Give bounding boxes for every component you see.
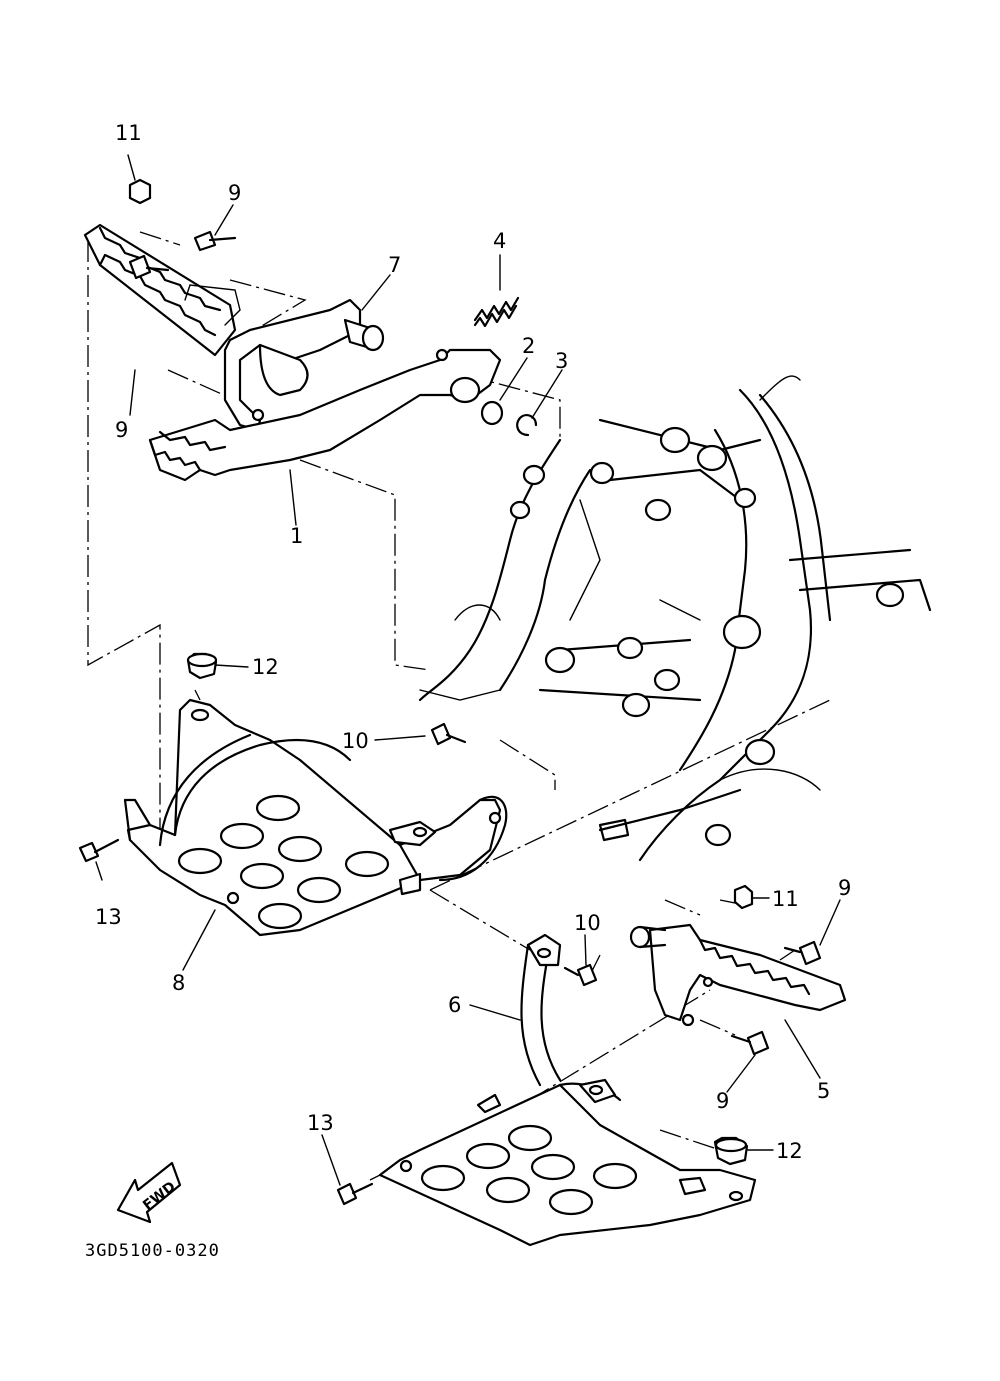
footrest-plate-rh [336,933,757,1247]
bolt-13a [78,838,120,863]
footrest-lh [83,178,241,357]
callout-9: 9 [716,1089,729,1113]
footrest-rh [629,884,847,1056]
callout-11: 11 [115,121,142,145]
circlip [516,414,538,437]
callout-10: 10 [574,911,601,935]
footrest-bracket-lh [223,298,385,432]
frame-outline [418,375,932,862]
callout-3: 3 [555,349,568,373]
callout-13: 13 [307,1111,334,1135]
drawing-code: 3GD5100-0320 [85,1241,220,1261]
callout-4: 4 [493,229,506,253]
callout-1: 1 [290,524,303,548]
callout-11: 11 [772,887,799,911]
washer [480,400,504,426]
callout-2: 2 [522,334,535,358]
bolt-9b [128,254,170,280]
assembly-lines [87,231,831,1181]
bolt-10a [430,722,467,746]
callout-9: 9 [115,418,128,442]
callout-6: 6 [448,993,461,1017]
callout-8: 8 [172,971,185,995]
damper-upper [186,652,218,680]
brake-pedal [148,348,502,482]
callout-12: 12 [776,1139,803,1163]
callout-10: 10 [342,729,369,753]
callout-12: 12 [252,655,279,679]
callout-9: 9 [228,181,241,205]
callout-7: 7 [388,253,401,277]
callout-5: 5 [817,1079,830,1103]
callout-13: 13 [95,905,122,929]
footrest-plate-lh [123,698,508,937]
callout-9: 9 [838,876,851,900]
pedal-spring [473,296,520,328]
leader-lines [95,154,841,1186]
forward-arrow-icon: FWD [116,1161,182,1224]
